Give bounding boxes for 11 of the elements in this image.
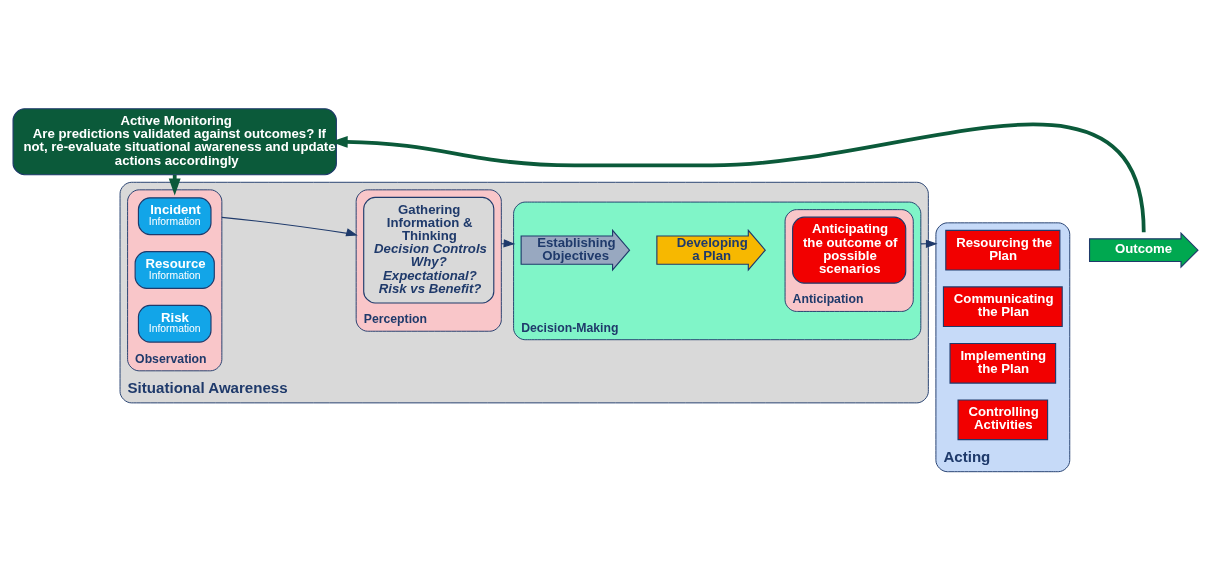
node-box: Resource Information — [134, 251, 215, 289]
node-box: Controlling Activities — [957, 399, 1049, 441]
node-box: Active Monitoring Are predictions validated against outcomes? If not, re-evaluate situational awareness and update actions accordingly — [12, 108, 337, 176]
node-box: Anticipating the outcome of possible scenarios — [792, 216, 907, 284]
arrow — [221, 216, 358, 237]
node-box: Gathering Information & Thinking Decision Controls Why? Expectational? Risk vs Benefit? — [363, 196, 495, 304]
node-box: Resourcing the Plan — [945, 229, 1061, 271]
node-box: Risk Information — [137, 304, 212, 343]
node-box: Incident Information — [137, 197, 212, 236]
node-box: Implementing the Plan — [949, 342, 1057, 384]
node-box: Communicating the Plan — [942, 286, 1063, 328]
